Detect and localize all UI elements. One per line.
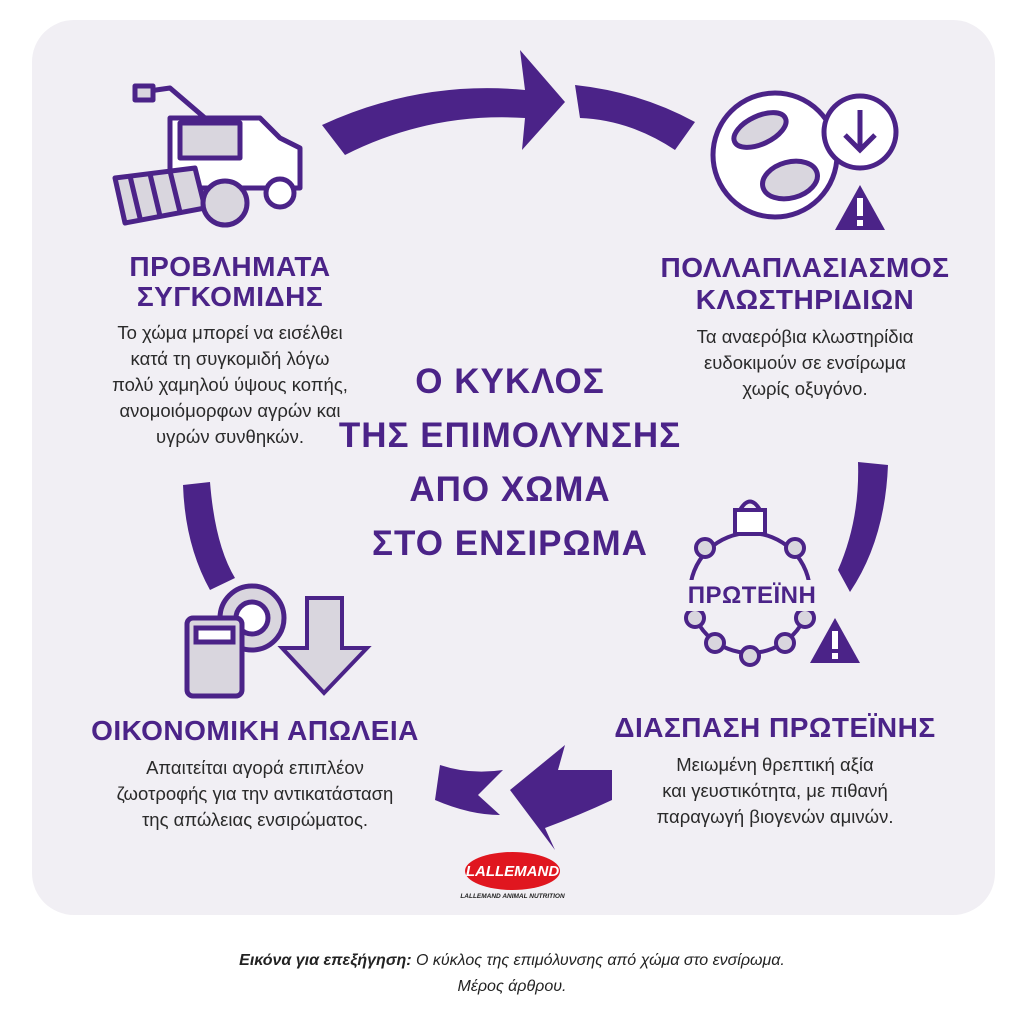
harvester-icon bbox=[112, 83, 303, 228]
step-title-protein: ΔΙΑΣΠΑΣΗ ΠΡΩΤΕΪΝΗΣ bbox=[614, 712, 936, 743]
warning-icon bbox=[835, 185, 885, 230]
caption-label: Εικόνα για επεξήγηση: bbox=[239, 952, 412, 969]
lallemand-logo: LALLEMAND bbox=[465, 852, 560, 890]
arrow-bottom-right bbox=[510, 745, 612, 850]
calculator-euro-icon bbox=[184, 583, 372, 699]
arrow-top-left bbox=[322, 50, 565, 155]
warning-icon bbox=[810, 618, 860, 663]
step-title-economic: ΟΙΚΟΝΟΜΙΚΗ ΑΠΩΛΕΙΑ bbox=[91, 715, 419, 746]
bacteria-icon bbox=[710, 90, 899, 230]
protein-chain-icon bbox=[684, 499, 860, 667]
figure-caption: Εικόνα για επεξήγηση: Ο κύκλος της επιμό… bbox=[239, 952, 785, 995]
protein-label: ΠΡΩΤΕΪΝΗ bbox=[672, 580, 832, 611]
arrow-top-right bbox=[575, 85, 695, 150]
arrow-bottom-left bbox=[435, 765, 503, 815]
arrow-right bbox=[838, 462, 888, 592]
arrow-left bbox=[183, 482, 235, 590]
logo-subtitle: LALLEMAND ANIMAL NUTRITION bbox=[460, 893, 565, 900]
